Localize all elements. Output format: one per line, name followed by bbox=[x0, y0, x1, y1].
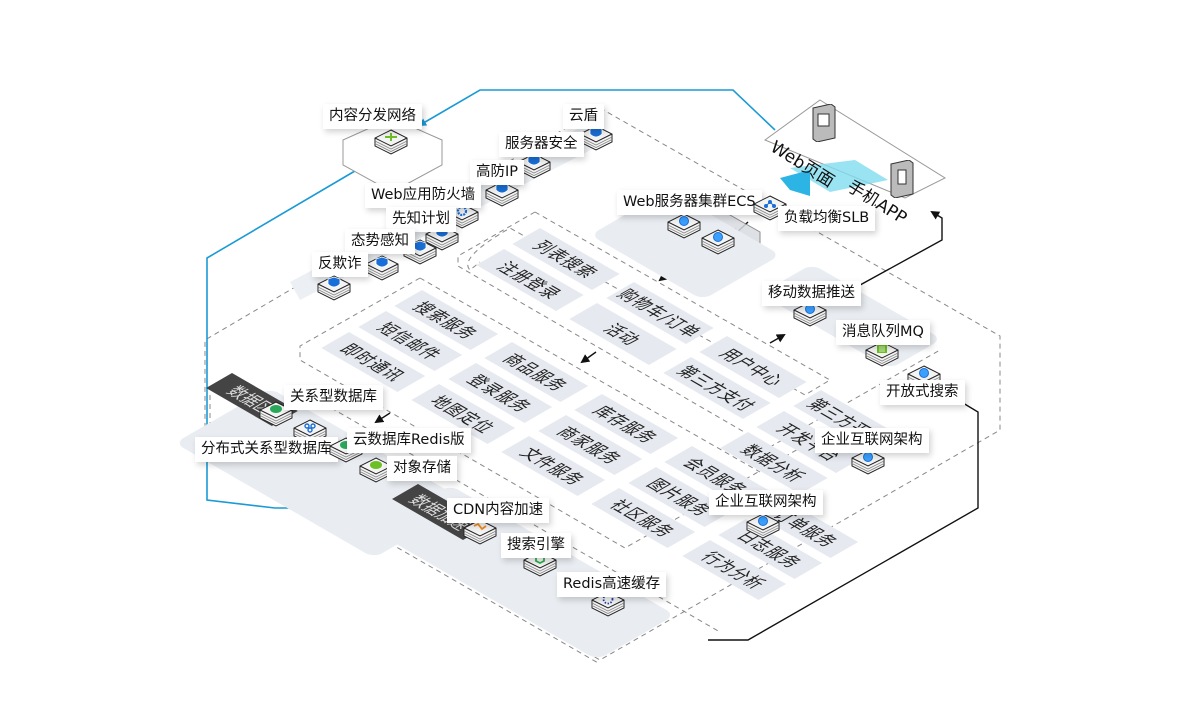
accel-item-1[interactable]: 搜索引擎 bbox=[501, 533, 571, 558]
right-service-icon-3 bbox=[850, 448, 886, 478]
mobile-phone-icon bbox=[889, 159, 915, 202]
right-service-icon-1 bbox=[864, 340, 900, 370]
security-item-1[interactable]: 服务器安全 bbox=[499, 132, 584, 157]
flow-arrow-to-push bbox=[769, 334, 786, 344]
security-item-0[interactable]: 云盾 bbox=[563, 104, 604, 129]
shield-lock-icon bbox=[316, 274, 352, 304]
slb-label[interactable]: 负载均衡SLB bbox=[778, 206, 876, 231]
accel-item-0[interactable]: CDN内容加速 bbox=[447, 498, 550, 523]
security-item-3[interactable]: Web应用防火墙 bbox=[365, 183, 482, 208]
security-item-icon-2 bbox=[484, 180, 520, 210]
security-item-4[interactable]: 先知计划 bbox=[386, 207, 456, 232]
flow-arrow-push-to-app bbox=[850, 210, 943, 291]
data-item-icon-3 bbox=[358, 456, 394, 486]
web-page-monitor-icon bbox=[811, 103, 837, 146]
cdn-label[interactable]: 内容分发网络 bbox=[323, 104, 422, 129]
client-to-slb-arrow bbox=[780, 170, 810, 196]
accel-item-icon-2 bbox=[590, 590, 626, 620]
security-item-icon-6 bbox=[364, 254, 400, 284]
data-item-0[interactable]: 关系型数据库 bbox=[284, 385, 383, 410]
flow-arrow-back-to-data bbox=[374, 412, 391, 424]
flow-line-client-to-cdn bbox=[418, 89, 776, 131]
flow-arrow-accel-to-search bbox=[708, 392, 979, 641]
security-item-6[interactable]: 反欺诈 bbox=[312, 252, 368, 277]
front-services-boundary bbox=[467, 211, 831, 396]
security-item-2[interactable]: 高防IP bbox=[470, 160, 525, 185]
data-item-2[interactable]: 云数据库Redis版 bbox=[347, 428, 471, 453]
accel-item-icon-0 bbox=[462, 518, 498, 548]
outer-boundary bbox=[204, 107, 1001, 661]
data-item-1[interactable]: 分布式关系型数据库 bbox=[195, 437, 338, 462]
right-service-2[interactable]: 开放式搜索 bbox=[880, 380, 965, 405]
accel-item-2[interactable]: Redis高速缓存 bbox=[557, 572, 667, 597]
ecs-server-icon-2 bbox=[700, 228, 736, 258]
data-item-3[interactable]: 对象存储 bbox=[387, 456, 457, 481]
enterprise-bottom-icon bbox=[745, 512, 781, 542]
flow-arrow-front-to-back bbox=[580, 351, 597, 364]
ecs-server-icon-1 bbox=[666, 212, 702, 242]
enterprise-bottom-label[interactable]: 企业互联网架构 bbox=[709, 490, 823, 515]
right-service-icon-0 bbox=[792, 300, 828, 330]
right-service-1[interactable]: 消息队列MQ bbox=[836, 320, 930, 345]
web-cluster-label[interactable]: Web服务器集群ECS bbox=[617, 190, 762, 215]
right-service-3[interactable]: 企业互联网架构 bbox=[815, 428, 929, 453]
right-service-0[interactable]: 移动数据推送 bbox=[762, 281, 861, 306]
cdn-network-icon bbox=[373, 128, 409, 158]
security-item-5[interactable]: 态势感知 bbox=[345, 229, 415, 254]
